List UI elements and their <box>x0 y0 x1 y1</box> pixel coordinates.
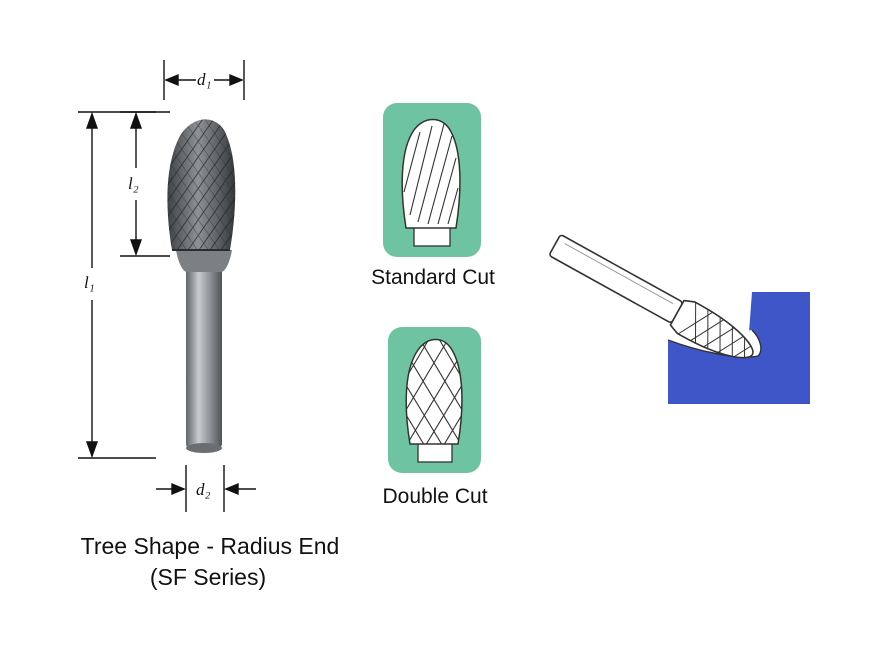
caption-series: (SF Series) <box>149 564 267 590</box>
caption-title: Tree Shape - Radius End <box>80 533 340 559</box>
dim-label-l2: l₂ <box>128 174 139 193</box>
burr-illustration <box>167 119 236 453</box>
standard-cut-badge <box>383 103 481 257</box>
double-cut-label: Double Cut <box>382 485 488 508</box>
dimension-lines <box>78 60 256 512</box>
burr-neck <box>176 250 232 272</box>
standard-cut-icon <box>401 118 461 247</box>
burr-shank <box>186 268 222 448</box>
application-burr <box>549 234 762 371</box>
application-illustration <box>549 234 810 404</box>
standard-cut-label: Standard Cut <box>371 266 495 289</box>
dim-label-d1: d₁ <box>197 70 212 89</box>
dim-label-d2: d₂ <box>196 480 211 499</box>
dim-label-l1: l₁ <box>84 273 95 292</box>
double-cut-icon <box>405 338 463 463</box>
double-cut-badge <box>388 327 481 473</box>
